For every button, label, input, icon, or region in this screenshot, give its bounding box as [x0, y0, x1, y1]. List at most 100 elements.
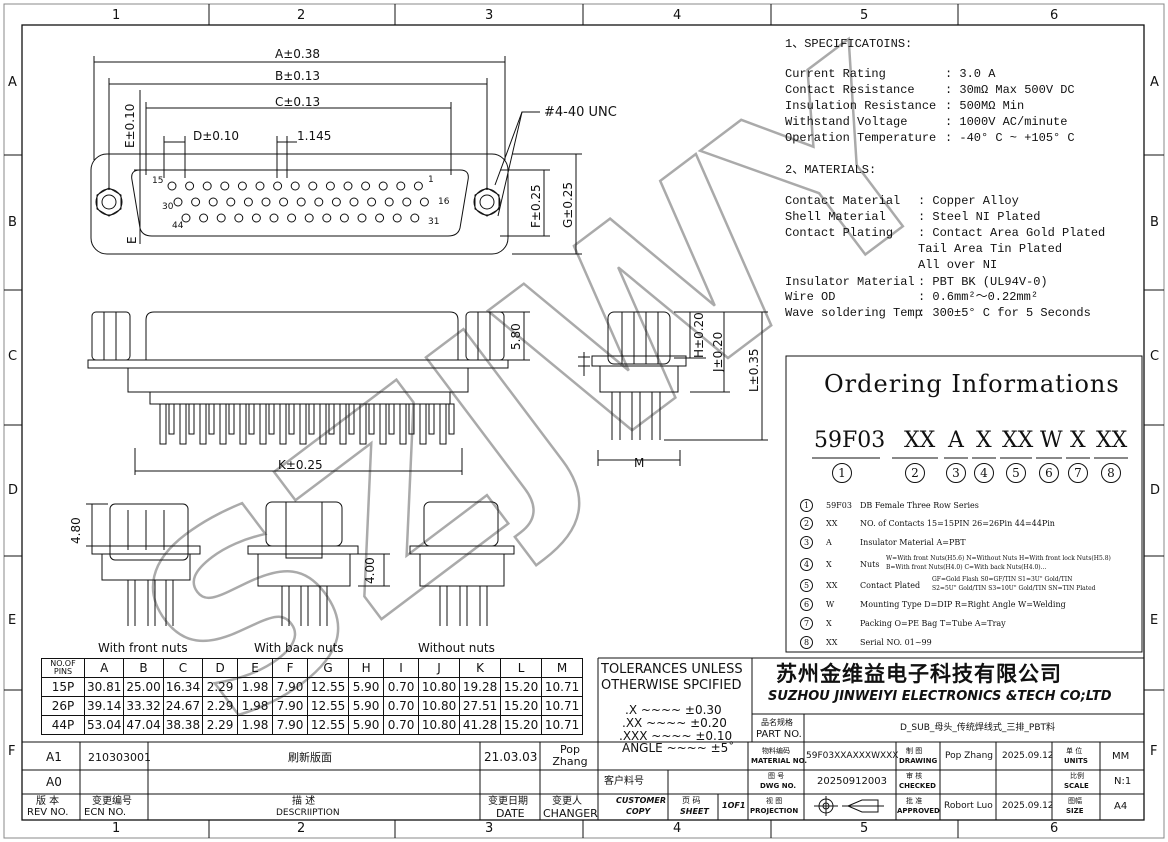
item-desc-6: Mounting Type D=DIP R=Right Angle W=Weld…	[860, 600, 1066, 609]
rev-a0: A0	[46, 775, 62, 789]
ecn-label-cn: 变更编号	[92, 796, 132, 807]
date-label-en: DATE	[496, 807, 525, 820]
table-cell: 0.70	[383, 677, 420, 697]
pin-hole	[339, 213, 349, 223]
table-cell: 2.29	[202, 677, 239, 697]
pin-hole	[375, 213, 385, 223]
table-cell: 5.90	[348, 677, 385, 697]
projection-label-cn: 视 图	[766, 797, 783, 805]
pin-hole	[402, 197, 412, 207]
pin-hole	[367, 197, 377, 207]
mat-value-4: All over NI	[918, 258, 998, 272]
table-cell: 10.71	[541, 696, 584, 716]
drawer: Pop Zhang	[945, 751, 993, 761]
dim-d: D±0.10	[193, 129, 240, 143]
table-cell: 10.71	[541, 715, 584, 735]
sheet-label-cn: 页 码	[682, 796, 701, 805]
row-label-b: B	[8, 215, 17, 230]
customer-part-label: 客户料号	[604, 776, 644, 787]
order-num-7: 7	[1068, 463, 1088, 483]
dim-a: A±0.38	[275, 47, 320, 61]
item-num-1: 1	[800, 499, 813, 512]
table-cell: 10.71	[541, 677, 584, 697]
spec-label-0: Current Rating	[785, 67, 886, 81]
mat-label-7: Wave soldering Temp	[785, 306, 922, 320]
order-num-4: 4	[974, 463, 994, 483]
size-label-en: SIZE	[1066, 807, 1084, 815]
col-label-1: 1	[112, 8, 121, 23]
side-pin	[428, 403, 435, 435]
pin-hole	[325, 181, 335, 191]
pin-hole	[185, 181, 195, 191]
col-label-2: 2	[297, 8, 306, 23]
size-label-cn: 图幅	[1068, 797, 1082, 805]
order-code-5: XX	[1002, 428, 1034, 453]
item-line2-5: S2=5U" Gold/TIN S3=10U" Gold/TIN SN=TIN …	[932, 585, 1096, 592]
sheet-label-en: SHEET	[680, 807, 709, 816]
units-label-en: UNITS	[1064, 757, 1088, 765]
units-value: MM	[1112, 751, 1130, 762]
pin-hole	[220, 181, 230, 191]
drawing-label-cn: 制 图	[906, 747, 923, 755]
col-label-6: 6	[1050, 8, 1059, 23]
side-pin	[199, 403, 207, 445]
side-pin	[308, 403, 315, 435]
dim-h: H±0.20	[692, 312, 706, 358]
side-pin	[219, 403, 227, 445]
table-cell: 7.90	[272, 696, 309, 716]
item-code-1: 59F03	[826, 501, 852, 510]
pin-hole	[396, 181, 406, 191]
spec-value-2: : 500MΩ Min	[945, 99, 1025, 113]
order-num-8: 8	[1101, 463, 1121, 483]
th-d: D	[202, 658, 239, 678]
row-label-c-right: C	[1150, 349, 1160, 364]
mat-value-1: : Steel NI Plated	[918, 210, 1041, 224]
spec-heading: 1、SPECIFICATOINS:	[785, 37, 913, 51]
item-num-8: 8	[800, 636, 813, 649]
date-a1: 21.03.03	[484, 750, 538, 764]
col-label-3: 3	[485, 8, 494, 23]
table-cell: 12.55	[307, 677, 350, 697]
spec-value-1: : 30mΩ Max 500V DC	[945, 83, 1075, 97]
material-label-en: MATERIAL NO.	[751, 757, 808, 765]
item-line2-4: B=With front Nuts(H4.0) C=With back Nuts…	[886, 564, 1047, 571]
th-f: F	[272, 658, 309, 678]
scale-label-cn: 比例	[1070, 772, 1084, 780]
item-num-2: 2	[800, 517, 813, 530]
th-i: I	[383, 658, 420, 678]
side-pin	[348, 403, 355, 435]
table-cell: 12.55	[307, 696, 350, 716]
pin-hole	[296, 197, 306, 207]
table-cell: 15P	[41, 677, 85, 697]
item-desc-4: Nuts	[860, 560, 880, 569]
table-cell: 41.28	[459, 715, 502, 735]
table-cell: 39.14	[83, 696, 125, 716]
spec-value-3: : 1000V AC/minute	[945, 115, 1068, 129]
pin-hole	[349, 197, 359, 207]
dim-k: K±0.25	[278, 458, 323, 472]
mat-label-6: Wire OD	[785, 290, 836, 304]
view-label-back: With back nuts	[254, 641, 344, 655]
pin-hole	[322, 213, 332, 223]
pin-hole	[199, 213, 209, 223]
table-cell: 5.90	[348, 696, 385, 716]
mat-label-5: Insulator Material	[785, 275, 915, 289]
table-cell: 16.34	[162, 677, 204, 697]
tolerance-xx: .XX ~~~~ ±0.20	[622, 716, 727, 730]
item-num-3: 3	[800, 536, 813, 549]
size-value: A4	[1114, 801, 1128, 812]
side-pin	[179, 403, 187, 445]
mat-value-7: : 300±5° C for 5 Seconds	[918, 306, 1091, 320]
col-label-4-bottom: 4	[673, 821, 682, 836]
pin-hole	[255, 181, 265, 191]
checked-label-en: CHECKED	[899, 782, 936, 790]
pin-hole	[287, 213, 297, 223]
side-pin	[439, 403, 447, 445]
table-header: NO.OF PINS A B C D E F G H I J K L M	[41, 658, 584, 678]
pin-hole	[343, 181, 353, 191]
tolerance-x: .X ~~~~ ±0.30	[625, 703, 722, 717]
dwg-label-en: DWG NO.	[760, 782, 797, 790]
table-cell: 38.38	[162, 715, 204, 735]
dim-j: J±0.20	[711, 331, 725, 372]
projection-label-en: PROJECTION	[750, 807, 799, 815]
